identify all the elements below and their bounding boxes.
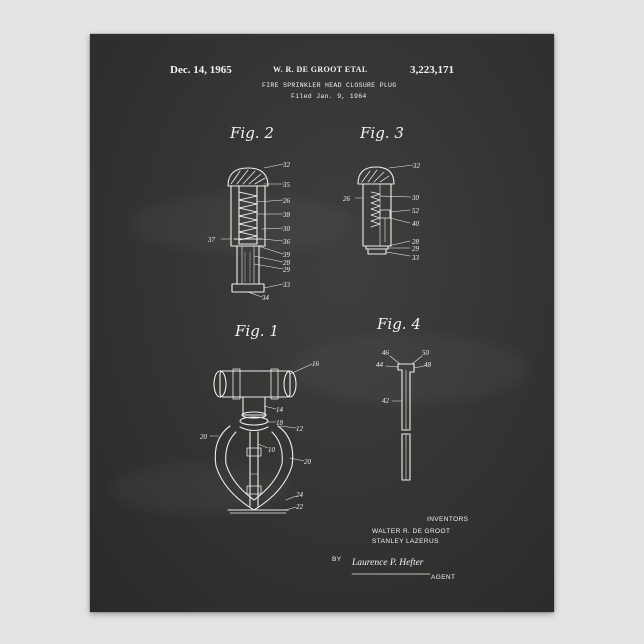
patent-poster: Dec. 14, 1965 W. R. DE GROOT ETAL 3,223,… bbox=[90, 34, 554, 612]
ref-50: 50 bbox=[422, 349, 430, 357]
inventor-name-2: STANLEY LAZERUS bbox=[372, 538, 439, 545]
figure-2-drawing: 32 35 26 38 30 37 36 39 28 29 33 34 bbox=[207, 161, 291, 302]
ref-29: 29 bbox=[412, 245, 420, 253]
ref-42: 42 bbox=[382, 397, 390, 405]
ref-20: 20 bbox=[200, 433, 208, 441]
ref-37: 37 bbox=[207, 236, 216, 244]
ref-35: 35 bbox=[282, 181, 291, 189]
figure-3-drawing: 32 26 30 52 40 28 29 33 bbox=[343, 162, 421, 262]
ref-26: 26 bbox=[283, 197, 291, 205]
inventor-name-1: WALTER R. DE GROOT bbox=[372, 528, 450, 535]
ref-22: 22 bbox=[296, 503, 304, 511]
by-label: BY bbox=[332, 556, 341, 563]
ref-33: 33 bbox=[282, 281, 291, 289]
ref-33: 33 bbox=[411, 254, 420, 262]
ref-24: 24 bbox=[296, 491, 304, 499]
ref-32: 32 bbox=[282, 161, 291, 169]
ref-32: 32 bbox=[412, 162, 421, 170]
ref-30: 30 bbox=[282, 225, 291, 233]
ref-52: 52 bbox=[412, 207, 420, 215]
figure-1-drawing: 16 14 18 12 20 10 20 24 22 bbox=[200, 360, 320, 513]
ref-20: 20 bbox=[304, 458, 312, 466]
ref-38: 38 bbox=[282, 211, 291, 219]
ref-36: 36 bbox=[282, 238, 291, 246]
ref-26: 26 bbox=[343, 195, 351, 203]
ref-16: 16 bbox=[312, 360, 320, 368]
ref-44: 44 bbox=[376, 361, 384, 369]
figure-4-drawing: 46 50 44 48 42 bbox=[376, 349, 432, 480]
ref-30: 30 bbox=[411, 194, 420, 202]
ref-10: 10 bbox=[268, 446, 276, 454]
ref-18: 18 bbox=[276, 419, 284, 427]
inventors-label: INVENTORS bbox=[427, 516, 468, 523]
ref-48: 48 bbox=[424, 361, 432, 369]
ref-12: 12 bbox=[296, 425, 304, 433]
ref-40: 40 bbox=[412, 220, 420, 228]
ref-34: 34 bbox=[261, 294, 270, 302]
ref-39: 39 bbox=[282, 251, 291, 259]
ref-29: 29 bbox=[283, 266, 291, 274]
patent-drawings: 32 35 26 38 30 37 36 39 28 29 33 34 bbox=[90, 34, 554, 612]
agent-label: AGENT bbox=[431, 574, 455, 581]
ref-14: 14 bbox=[276, 406, 284, 414]
ref-46: 46 bbox=[382, 349, 390, 357]
agent-signature: Laurence P. Hefter bbox=[352, 558, 424, 568]
